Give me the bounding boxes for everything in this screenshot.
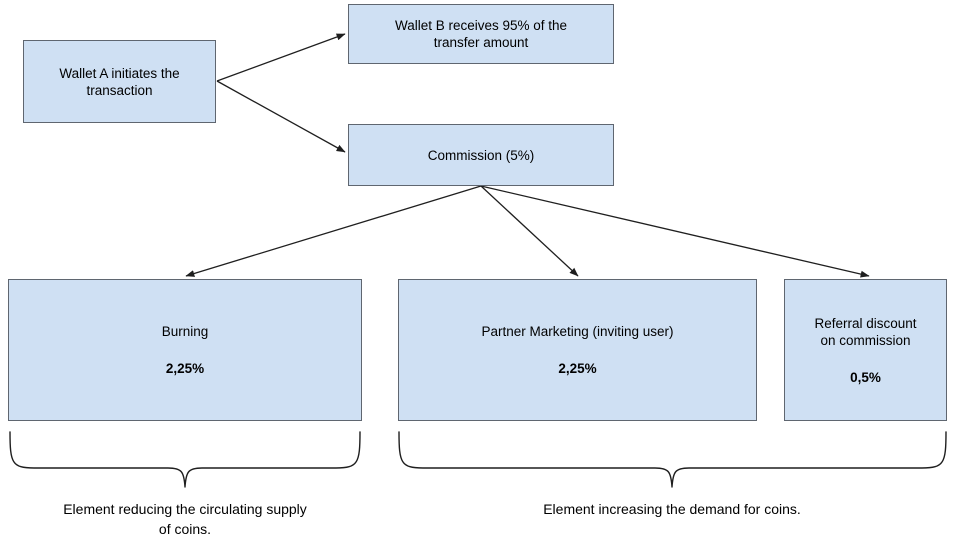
node-burning[interactable]: Burning 2,25%	[8, 279, 362, 421]
edge-commission-to-referral-discount	[480, 185, 870, 278]
node-partner-marketing-label: Partner Marketing (inviting user)	[481, 324, 674, 339]
edge-wallet-a-to-wallet-b	[216, 33, 346, 82]
node-commission-label: Commission (5%)	[427, 147, 535, 163]
brace-right	[398, 431, 947, 488]
brace-left	[9, 431, 361, 488]
node-wallet-a-label: Wallet A initiates the transaction	[59, 65, 180, 98]
node-burning-percent: 2,25%	[165, 361, 205, 376]
node-partner-marketing[interactable]: Partner Marketing (inviting user) 2,25%	[398, 279, 757, 421]
edge-commission-to-burning	[185, 185, 482, 277]
node-wallet-b[interactable]: Wallet B receives 95% of the transfer am…	[348, 4, 614, 64]
node-referral-discount-percent: 0,5%	[850, 369, 881, 385]
node-referral-discount[interactable]: Referral discount on commission 0,5%	[784, 279, 947, 421]
edge-wallet-a-to-commission	[216, 80, 346, 153]
node-partner-marketing-percent: 2,25%	[558, 361, 597, 376]
caption-left: Element reducing the circulating supply …	[63, 501, 307, 537]
caption-right: Element increasing the demand for coins.	[543, 501, 801, 517]
edge-commission-to-partner-marketing	[480, 185, 579, 277]
node-referral-discount-label: Referral discount on commission	[814, 315, 917, 348]
node-commission[interactable]: Commission (5%)	[348, 124, 614, 186]
node-wallet-a[interactable]: Wallet A initiates the transaction	[23, 40, 216, 123]
node-burning-label: Burning	[161, 324, 209, 339]
node-wallet-b-label: Wallet B receives 95% of the transfer am…	[394, 18, 568, 50]
